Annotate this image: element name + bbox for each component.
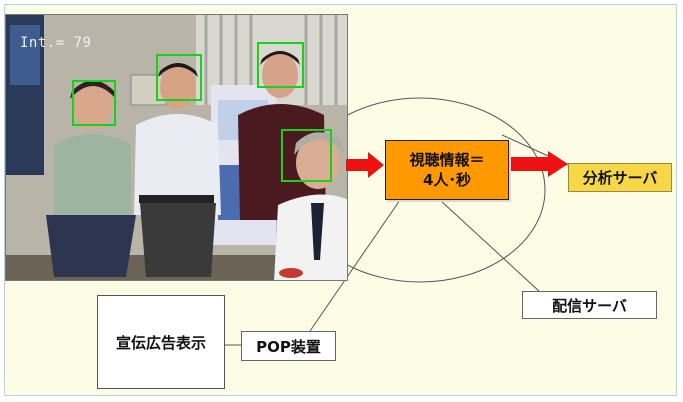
arrow-in-icon <box>346 152 384 178</box>
intensity-readout: Int.= 79 <box>20 35 92 51</box>
viewing-info-box: 視聴情報＝ 4人･秒 <box>385 140 509 200</box>
camera-photo: Int.= 79 <box>5 14 348 281</box>
ad-display-box: 宣伝広告表示 <box>97 295 225 389</box>
delivery-server-label: 配信サーバ <box>552 296 627 315</box>
camera-photo-image <box>6 15 347 280</box>
pop-device-label: POP装置 <box>256 337 321 356</box>
viewing-info-line2: 4人･秒 <box>423 171 471 189</box>
analysis-server-label: 分析サーバ <box>582 169 658 187</box>
analysis-server-box: 分析サーバ <box>568 163 672 192</box>
arrow-out-icon <box>508 151 568 177</box>
connector-center-pop <box>309 199 401 332</box>
pop-device-box: POP装置 <box>241 331 336 361</box>
ad-display-label: 宣伝広告表示 <box>115 333 206 352</box>
viewing-info-line1: 視聴情報＝ <box>409 151 485 169</box>
delivery-server-box: 配信サーバ <box>522 291 657 319</box>
connector-center-delivery <box>439 199 541 293</box>
